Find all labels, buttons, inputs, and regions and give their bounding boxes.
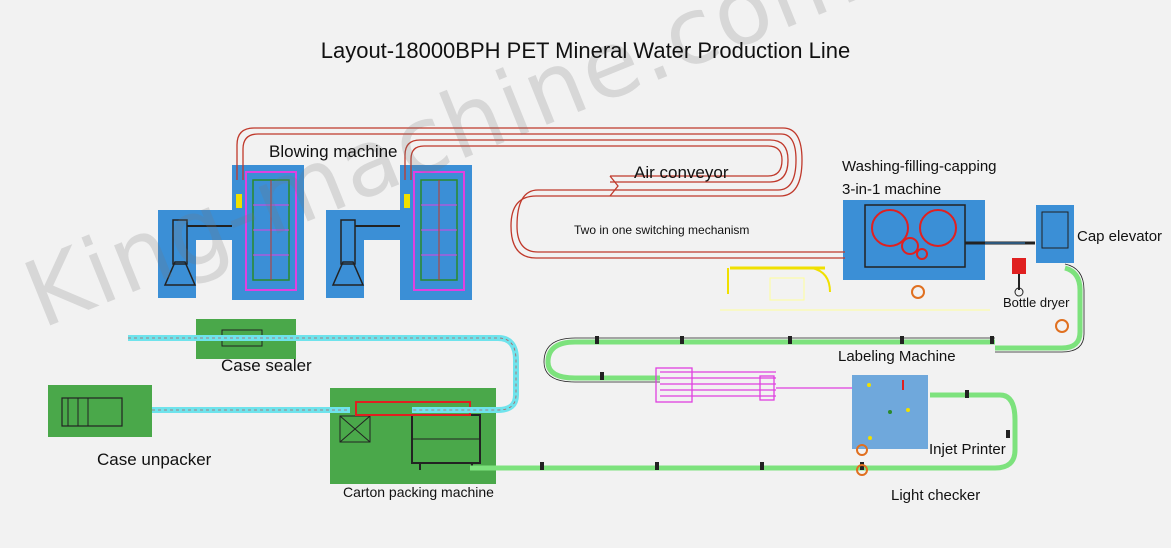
label-light-checker: Light checker [891, 487, 981, 504]
cap-elevator [1036, 205, 1074, 263]
label-air-conveyor: Air conveyor [634, 163, 729, 182]
label-washing-filling-capping: Washing-filling-capping [842, 158, 997, 175]
bottle-accumulation-magenta [655, 367, 852, 403]
carton-packing-machine [330, 388, 496, 484]
label-case-sealer: Case sealer [221, 356, 312, 375]
inkjet-station [852, 375, 928, 449]
bottle-conveyor-edges [543, 263, 1085, 383]
air-conveyor-path [236, 127, 845, 259]
washing-filling-capping-machine [843, 200, 1035, 280]
rotating-markers [856, 285, 1069, 476]
label-inkjet-printer: Injet Printer [929, 441, 1006, 458]
label-cap-elevator: Cap elevator [1077, 228, 1163, 245]
label-case-unpacker: Case unpacker [97, 450, 212, 469]
page-title: Layout-18000BPH PET Mineral Water Produc… [320, 38, 851, 63]
bottle-dryer-unit [1012, 258, 1026, 297]
label-switching-mechanism: Two in one switching mechanism [574, 223, 750, 237]
blowing-machine-2 [326, 165, 472, 300]
case-unpacker-machine [48, 385, 152, 437]
blowing-machine-1 [158, 165, 304, 300]
bottle-conveyor-green [470, 265, 1083, 471]
yellow-guide [720, 266, 990, 311]
label-carton-packing-machine: Carton packing machine [343, 484, 494, 500]
label-bottle-dryer: Bottle dryer [1003, 295, 1070, 310]
label-3-in-1-machine: 3-in-1 machine [842, 181, 942, 198]
label-labeling-machine: Labeling Machine [838, 348, 956, 365]
case-conveyor-rollers [128, 337, 517, 411]
label-blowing-machine: Blowing machine [269, 142, 398, 161]
